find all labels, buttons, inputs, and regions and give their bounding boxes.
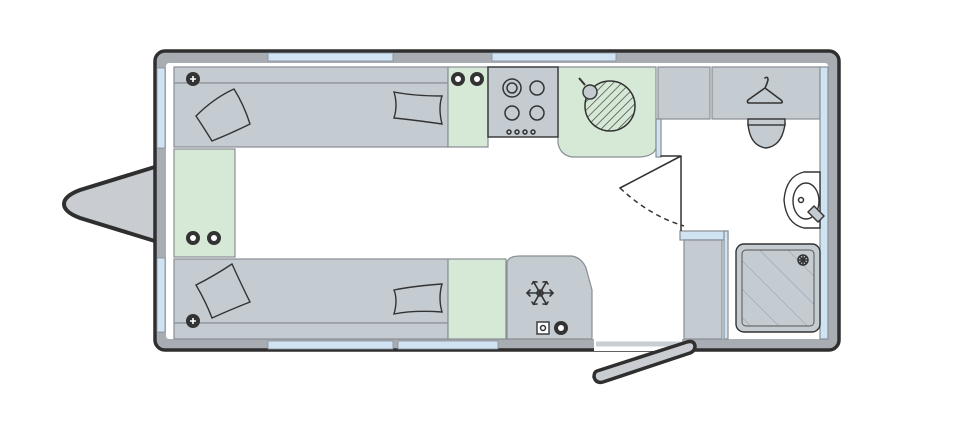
hob-burner-large-inner (506, 82, 518, 94)
fridge-control-dot (539, 324, 547, 332)
mains-socket-icon (470, 72, 484, 86)
hob-knob (506, 129, 512, 135)
basin-tap (807, 205, 825, 223)
washroom-wall-right (819, 66, 829, 340)
hob-burner-large (502, 78, 522, 98)
washroom-door-swing (619, 187, 685, 227)
window-top-mid (491, 52, 617, 62)
usb-socket-icon (186, 72, 200, 86)
sink-tap-spout (578, 77, 586, 86)
hob-knob (514, 129, 520, 135)
front-chest (173, 148, 236, 258)
fridge-snowflake-icon (526, 280, 554, 306)
entrance-door-icon (592, 339, 697, 385)
tow-hitch-icon (62, 164, 160, 244)
hob-knob (530, 129, 536, 135)
cushion-icon (393, 283, 443, 315)
shower-drain (797, 254, 809, 266)
cushion-icon (195, 88, 251, 142)
washroom-partition (679, 230, 729, 241)
toilet-cistern (747, 118, 786, 126)
window-front (156, 67, 166, 149)
mains-socket-icon (207, 231, 221, 245)
window-bottom-left (267, 340, 394, 350)
wardrobe-left (657, 66, 711, 120)
hob-knob (522, 129, 528, 135)
basin-drain (797, 196, 805, 204)
shower-drain-cross (798, 255, 808, 265)
cushion-icon (392, 91, 443, 125)
shower-glass (741, 249, 815, 327)
mains-socket-icon (186, 231, 200, 245)
window-top-left (267, 52, 394, 62)
shower-partition (723, 230, 729, 340)
toilet-icon (747, 123, 786, 149)
wardrobe-right (711, 66, 821, 120)
window-bottom-mid (397, 340, 499, 350)
hob-burner (529, 80, 545, 96)
washroom-wall-left (655, 118, 662, 158)
wardrobe-bottom (683, 239, 723, 340)
coat-hanger-icon (746, 76, 784, 104)
sink-tap (582, 84, 598, 100)
usb-socket-icon (186, 314, 200, 328)
mains-socket-icon (554, 321, 568, 335)
hob-burner (529, 105, 545, 121)
hob-burner (504, 105, 520, 121)
mains-socket-icon (451, 72, 465, 86)
sofa-top-backrest (173, 66, 449, 84)
sofa-bottom-backrest (173, 322, 449, 340)
kitchen-worktop-bottom (447, 258, 507, 340)
window-front-lower (156, 257, 166, 333)
fridge-unit (506, 255, 593, 340)
cushion-icon (195, 262, 251, 319)
fridge-control-icon (536, 321, 550, 335)
gas-hob-icon (487, 66, 559, 138)
